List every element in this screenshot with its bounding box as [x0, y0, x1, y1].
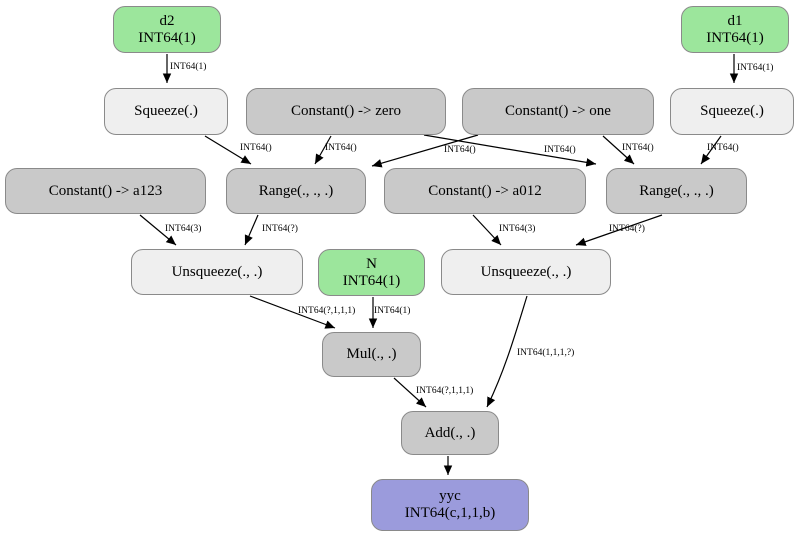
- node-input-d2: d2 INT64(1): [113, 6, 221, 53]
- node-label: Squeeze(.): [700, 103, 764, 120]
- edge-const-one-range-l: [371, 134, 479, 168]
- node-label: yyc: [439, 488, 461, 505]
- node-dtype: INT64(1): [706, 29, 764, 46]
- node-label: Add(., .): [424, 424, 476, 441]
- node-op-constant-a012: Constant() -> a012: [384, 168, 586, 214]
- edge-const-zero-range-l: [314, 135, 332, 165]
- node-op-constant-a123: Constant() -> a123: [5, 168, 206, 214]
- node-output-yyc: yyc INT64(c,1,1,b): [371, 479, 529, 531]
- node-label: Constant() -> zero: [290, 103, 402, 120]
- edge-squeeze-r-range-r: [700, 135, 722, 165]
- edge-label-a012-unsqueezer: INT64(3): [499, 224, 536, 234]
- edge-label-a123-unsqueezel: INT64(3): [165, 224, 202, 234]
- node-dtype: INT64(c,1,1,b): [404, 505, 496, 521]
- edge-label-one-rangel: INT64(): [444, 145, 476, 155]
- node-op-squeeze-left: Squeeze(.): [104, 88, 228, 135]
- edge-label-zero-ranger: INT64(): [544, 145, 576, 155]
- node-label: N: [366, 255, 377, 272]
- edge-label-rangel-unsqueezel: INT64(?): [262, 224, 298, 234]
- edge-label-n-mul: INT64(1): [374, 306, 411, 316]
- node-dtype: INT64(1): [138, 29, 196, 46]
- edge-range-r-unsqueeze-r: [575, 214, 663, 246]
- edge-label-unsqueezel-mul: INT64(?,1,1,1): [298, 306, 356, 316]
- node-op-range-right: Range(., ., .): [606, 168, 747, 214]
- node-input-n: N INT64(1): [318, 249, 425, 296]
- node-op-constant-zero: Constant() -> zero: [246, 88, 446, 135]
- node-label: Unsqueeze(., .): [171, 263, 263, 280]
- node-op-unsqueeze-right: Unsqueeze(., .): [441, 249, 611, 295]
- edge-const-a123-unsqueeze-l: [139, 214, 177, 246]
- node-label: Range(., ., .): [258, 182, 334, 199]
- node-label: Constant() -> a123: [48, 182, 163, 199]
- edge-label-d1-squeeze: INT64(1): [737, 63, 774, 73]
- edge-unsqueeze-l-mul: [249, 295, 336, 329]
- node-label: d2: [159, 12, 175, 29]
- node-op-unsqueeze-left: Unsqueeze(., .): [131, 249, 303, 295]
- node-op-range-left: Range(., ., .): [226, 168, 366, 214]
- node-op-add: Add(., .): [401, 411, 499, 455]
- edge-label-ranger-unsqueezer: INT64(?): [609, 224, 645, 234]
- edge-label-zero-rangel: INT64(): [325, 143, 357, 153]
- node-op-mul: Mul(., .): [322, 332, 421, 377]
- node-label: d1: [727, 12, 743, 29]
- edge-const-a012-unsqueeze-r: [472, 214, 502, 246]
- node-label: Mul(., .): [346, 346, 397, 363]
- node-dtype: INT64(1): [342, 272, 401, 289]
- edge-const-zero-range-r: [423, 134, 597, 167]
- node-label: Squeeze(.): [134, 103, 198, 120]
- edge-label-squeezel-rangel: INT64(): [240, 143, 272, 153]
- node-op-constant-one: Constant() -> one: [462, 88, 654, 135]
- edge-label-d2-squeeze: INT64(1): [170, 62, 207, 72]
- edge-mul-add: [393, 377, 427, 408]
- node-label: Constant() -> a012: [428, 182, 542, 199]
- node-input-d1: d1 INT64(1): [681, 6, 789, 53]
- edge-label-mul-add: INT64(?,1,1,1): [416, 386, 474, 396]
- edge-label-squeezer-ranger: INT64(): [707, 143, 739, 153]
- node-label: Unsqueeze(., .): [480, 263, 572, 280]
- edge-const-one-range-r: [602, 135, 635, 165]
- edge-label-one-ranger: INT64(): [622, 143, 654, 153]
- node-label: Range(., ., .): [639, 182, 714, 199]
- edge-squeeze-l-range-l: [204, 135, 252, 165]
- edge-unsqueeze-r-add: [486, 295, 528, 408]
- edge-label-unsqueezer-add: INT64(1,1,1,?): [517, 348, 575, 358]
- node-op-squeeze-right: Squeeze(.): [670, 88, 794, 135]
- node-label: Constant() -> one: [505, 103, 611, 120]
- edge-range-l-unsqueeze-l: [244, 214, 259, 246]
